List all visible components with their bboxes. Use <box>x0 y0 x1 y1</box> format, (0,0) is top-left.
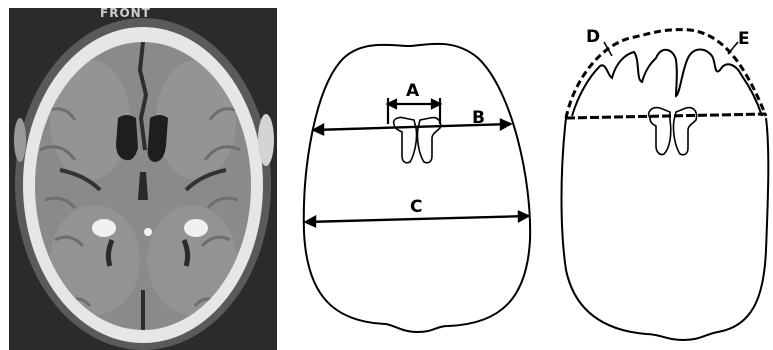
left-ear <box>14 118 26 162</box>
section-cut-line <box>566 114 766 118</box>
cortical-surface <box>572 50 762 117</box>
label-d: D <box>586 27 600 47</box>
volume-diagram <box>562 30 769 340</box>
label-c: C <box>410 197 422 217</box>
label-e: E <box>738 29 750 49</box>
pineal-calcification <box>144 228 152 236</box>
right-choroid-calcification <box>184 219 208 237</box>
label-b: B <box>472 108 485 128</box>
left-frontal-horn <box>116 115 138 160</box>
ct-scan-panel: FRONT <box>9 6 277 350</box>
left-choroid-calcification <box>92 219 116 237</box>
frontal-horns-measurement <box>394 117 441 162</box>
right-ear <box>258 114 274 166</box>
orientation-label: FRONT <box>100 6 151 20</box>
skull-outline-volume <box>562 118 769 340</box>
label-a: A <box>406 81 420 101</box>
